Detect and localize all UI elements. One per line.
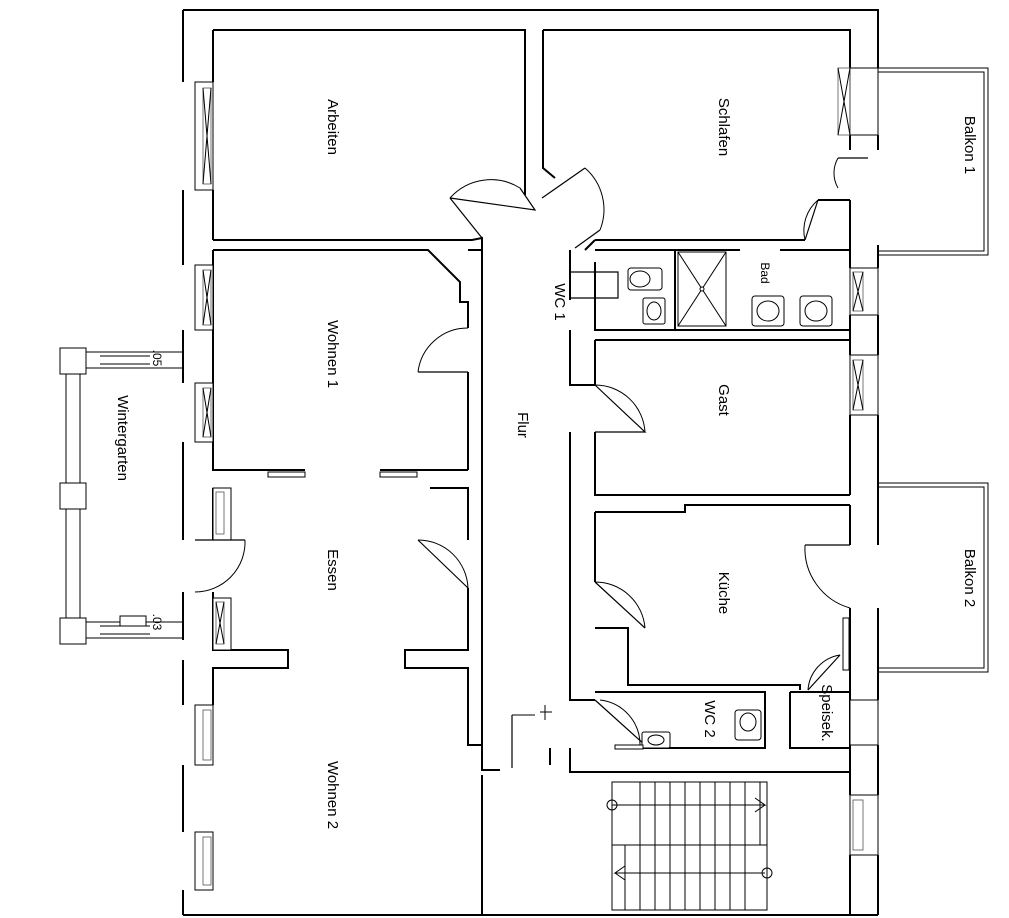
label-flur: Flur [514, 412, 531, 438]
door-kueche [594, 581, 646, 629]
fixtures [614, 251, 833, 750]
window-stair [849, 794, 879, 856]
window-wohnen2-b [194, 831, 214, 891]
label-speisek: Speisek. [818, 684, 835, 742]
door-wintergarten [194, 539, 246, 593]
bad-sink-1 [751, 295, 785, 327]
room-labels: Arbeiten Schlafen Balkon 1 Bad WC 1 Wohn… [114, 98, 978, 829]
door-wohnen1 [417, 327, 469, 373]
outer-walls [182, 9, 879, 916]
label-gast: Gast [715, 384, 732, 417]
window-wohnen1-a [194, 264, 214, 331]
bad-sink-2 [799, 295, 833, 327]
windows [194, 67, 879, 891]
door-kueche-balkon [804, 544, 851, 609]
door-entrance [511, 705, 552, 768]
staircase [606, 781, 773, 911]
window-speisek [849, 699, 879, 746]
balkon-2-outline [878, 482, 989, 673]
wc2-sink [641, 731, 671, 749]
label-wc1: WC 1 [551, 283, 568, 321]
window-wohnen1-b [194, 382, 214, 443]
door-sliding-a [267, 471, 306, 478]
label-wintergarten: Wintergarten [114, 395, 131, 481]
balconies [878, 67, 989, 673]
door-arbeiten [449, 179, 537, 239]
wc2-toilet [734, 709, 762, 741]
label-balkon2: Balkon 2 [961, 549, 978, 607]
interior-walls [212, 30, 851, 915]
door-bad [803, 199, 819, 241]
window-gast [849, 354, 879, 416]
dimension-mark-lower: .03 [150, 614, 164, 631]
doors [194, 157, 868, 768]
window-schlafen [837, 67, 879, 136]
label-wohnen1: Wohnen 1 [324, 320, 341, 388]
label-arbeiten: Arbeiten [324, 99, 341, 155]
label-bad: Bad [758, 262, 772, 283]
label-schlafen: Schlafen [715, 98, 732, 156]
wc1-toilet [627, 267, 663, 291]
door-wc1 [570, 271, 619, 299]
window-essen-b [212, 597, 232, 651]
bad-shower [677, 251, 727, 327]
wintergarten-structure [59, 347, 183, 645]
label-wc2: WC 2 [701, 700, 718, 738]
window-bad [849, 267, 879, 316]
door-wc2 [594, 699, 646, 746]
door-gast [594, 384, 647, 433]
window-wohnen2-a [194, 704, 214, 766]
door-essen [417, 539, 469, 589]
label-balkon1: Balkon 1 [961, 116, 978, 174]
label-essen: Essen [324, 549, 341, 591]
door-schlafen [541, 167, 605, 249]
dimension-mark-upper: .05 [150, 350, 164, 367]
window-kueche-side [842, 617, 850, 671]
wc1-sink [642, 297, 666, 325]
balkon-1-outline [878, 67, 989, 256]
door-speisek [807, 654, 841, 691]
window-arbeiten [194, 81, 214, 191]
label-kueche: Küche [715, 572, 732, 615]
door-sliding-b [379, 471, 418, 478]
door-schlafen-balkon [833, 157, 868, 189]
window-essen-a [212, 487, 232, 541]
label-wohnen2: Wohnen 2 [324, 761, 341, 829]
